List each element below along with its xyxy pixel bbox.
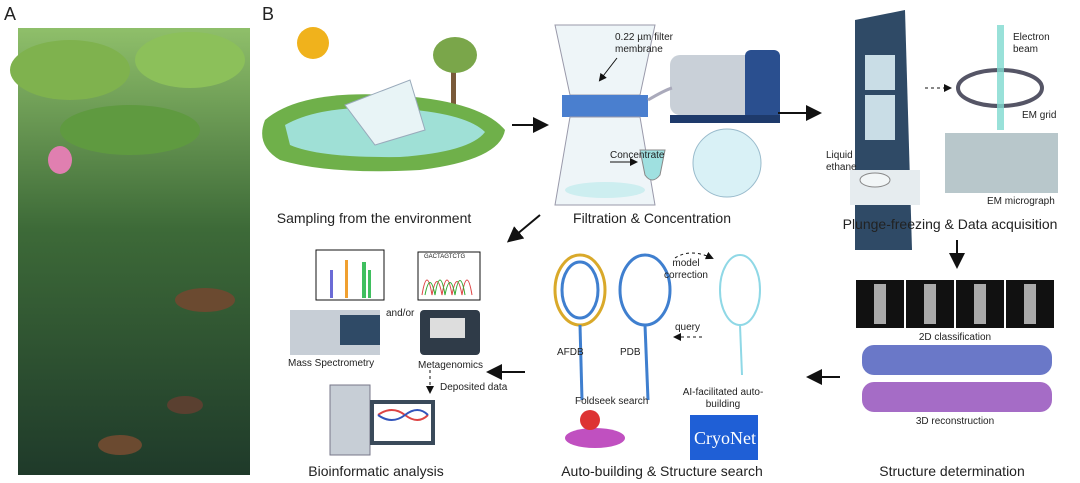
cryonet-logo-text: CryoNet xyxy=(694,428,756,448)
recon3d-label: 3D reconstruction xyxy=(915,416,995,427)
beam-label: Electron beam xyxy=(1013,32,1050,55)
filter-apparatus xyxy=(554,24,656,206)
protein-structures xyxy=(553,253,761,401)
3d-map-purple xyxy=(862,382,1052,412)
lotus-pond-photo xyxy=(10,28,250,475)
mass-spectrometer xyxy=(290,310,380,355)
filtration-title: Filtration & Concentration xyxy=(573,210,731,226)
2d-class-averages xyxy=(856,280,1054,328)
computer xyxy=(329,384,435,456)
andor-label: and/or xyxy=(386,308,415,319)
concentrate-tube xyxy=(639,149,666,181)
plunge-freezer xyxy=(850,10,920,250)
sampling-beaker xyxy=(344,79,426,146)
vacuum-pump xyxy=(670,50,780,123)
sequence-label: GACTAGTCTG xyxy=(424,254,466,260)
mass-spec-chart xyxy=(315,249,385,301)
afdb-label: AFDB xyxy=(557,347,584,358)
tree-icon xyxy=(433,37,477,115)
em-micrograph xyxy=(945,133,1058,193)
membrane-label: 0.22 µm filter membrane xyxy=(615,32,674,55)
3d-map-blue xyxy=(862,345,1052,375)
arrow-sampling-to-bioinfo xyxy=(506,214,541,243)
cryonet-logo xyxy=(690,415,758,460)
grid-label: EM grid xyxy=(1022,110,1057,121)
ethane-label: Liquid ethane xyxy=(826,150,857,173)
foldseek-label: Foldseek search xyxy=(575,396,649,407)
sampling-title: Sampling from the environment xyxy=(276,210,472,226)
panel-label-b: B xyxy=(262,4,275,24)
query-label: query xyxy=(675,322,701,333)
concentrate-label: Concentrate xyxy=(610,150,665,161)
virus-magnified xyxy=(692,128,762,198)
bioinfo-title: Bioinformatic analysis xyxy=(308,463,444,479)
sun-icon xyxy=(297,27,329,59)
sequencer xyxy=(420,310,480,355)
ai-label: AI-facilitated auto-building xyxy=(682,387,764,410)
panel-label-a: A xyxy=(4,4,17,24)
structure-title: Structure determination xyxy=(879,463,1025,479)
pdb-label: PDB xyxy=(620,347,641,358)
class2d-label: 2D classification xyxy=(918,332,992,343)
autobuild-title: Auto-building & Structure search xyxy=(561,463,763,479)
electron-beam xyxy=(997,25,1004,130)
mass-spec-label: Mass Spectrometry xyxy=(288,358,375,369)
deposited-label: Deposited data xyxy=(440,382,508,393)
micrograph-label: EM micrograph xyxy=(987,196,1055,207)
metagenomics-label: Metagenomics xyxy=(418,360,484,371)
plunge-title: Plunge-freezing & Data acquisition xyxy=(842,216,1058,232)
foldseek-logo xyxy=(565,410,625,448)
model-correction-label: model correction xyxy=(664,258,708,281)
chromatogram xyxy=(417,251,481,301)
